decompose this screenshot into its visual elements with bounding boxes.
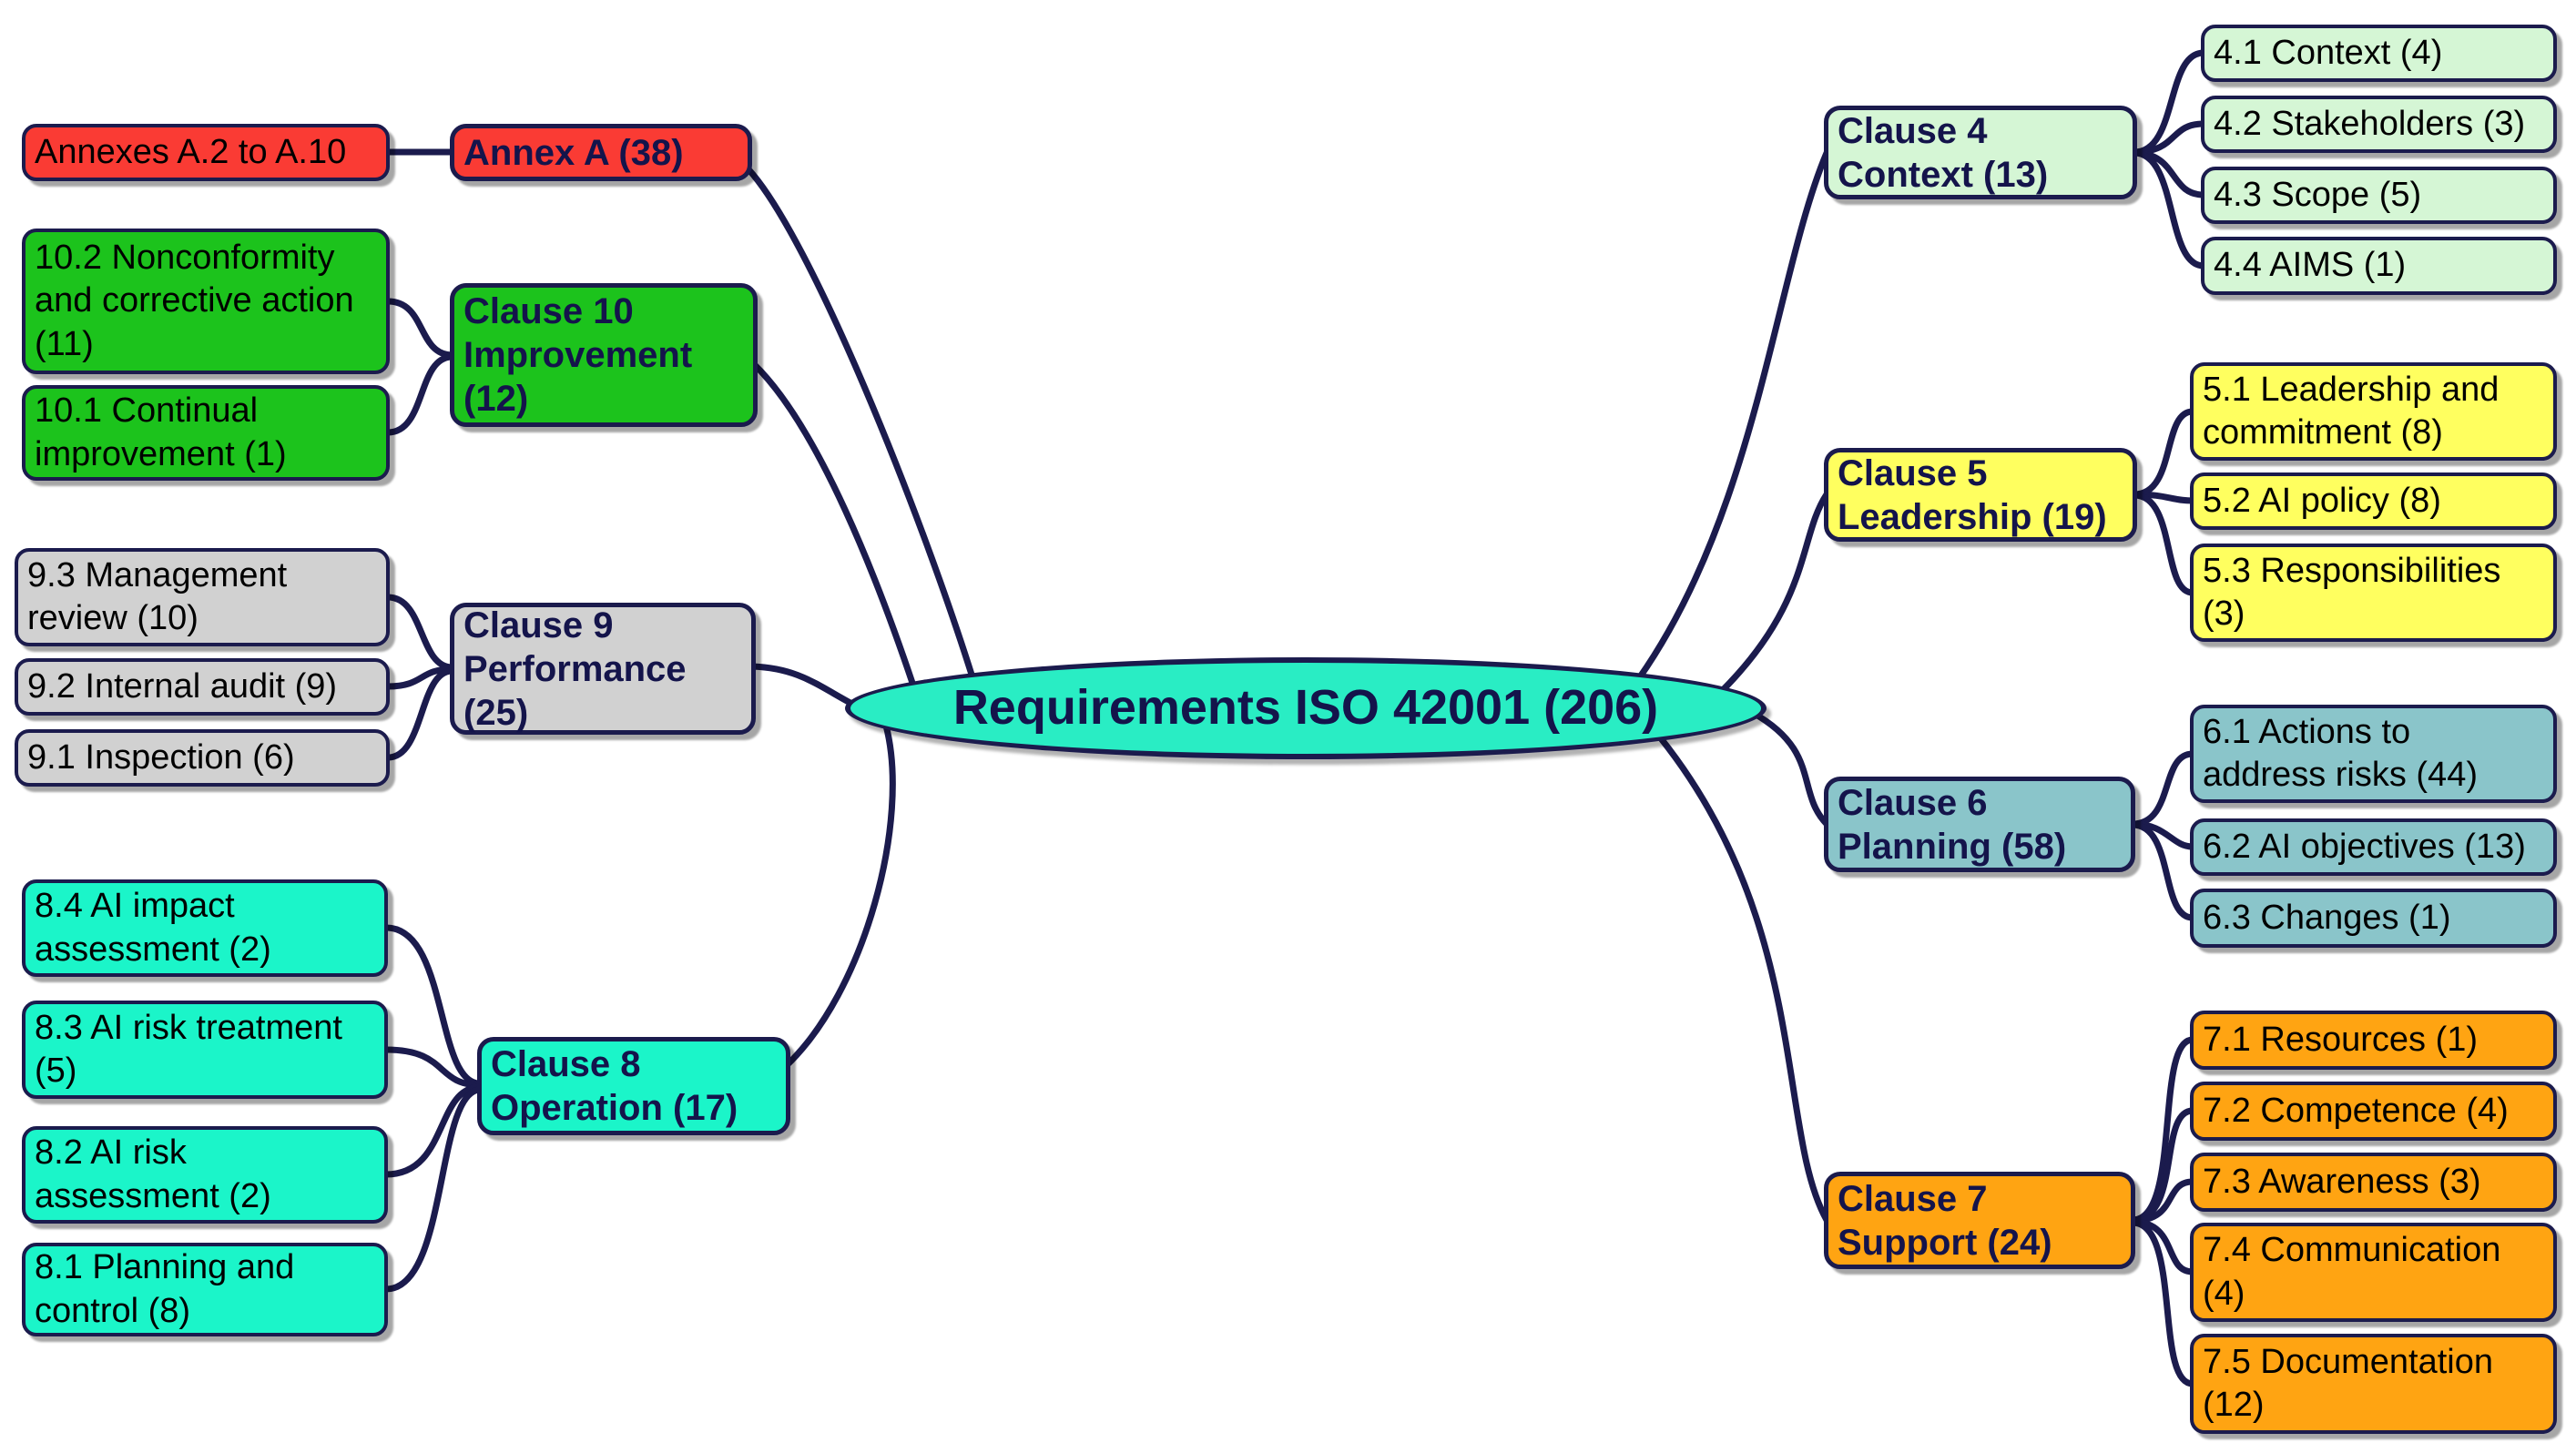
node-clause-10: Clause 10 Improvement (12) [450,283,758,427]
node-7-4-communication: 7.4 Communication (4) [2190,1223,2557,1322]
edge-clause7-7-3 [2129,1178,2196,1224]
edge-clause5-5-3 [2131,492,2196,596]
edge-clause4-4-4 [2131,149,2207,269]
node-6-3-changes: 6.3 Changes (1) [2190,889,2557,948]
edge-clause5-5-1 [2131,408,2196,498]
edge-root-clause4 [1635,149,1830,682]
node-4-2-stakeholders: 4.2 Stakeholders (3) [2201,96,2557,153]
node-annex-a: Annex A (38) [450,124,752,181]
node-10-2-nonconformity: 10.2 Nonconformity and corrective action… [22,229,390,374]
edge-root-clause6 [1749,709,1830,828]
edge-clause7-7-2 [2129,1107,2196,1224]
node-clause-6: Clause 6 Planning (58) [1824,777,2135,872]
node-6-1-actions-to-address-risks: 6.1 Actions to address risks (44) [2190,705,2557,803]
node-8-4-ai-impact-assessment: 8.4 AI impact assessment (2) [22,879,388,977]
node-5-1-leadership-and-commitment: 5.1 Leadership and commitment (8) [2190,362,2557,461]
node-4-3-scope: 4.3 Scope (5) [2201,167,2557,224]
node-clause-4: Clause 4 Context (13) [1824,106,2137,199]
edge-clause6-6-3 [2129,821,2196,921]
node-9-2-internal-audit: 9.2 Internal audit (9) [15,658,390,716]
node-4-4-aims: 4.4 AIMS (1) [2201,237,2557,295]
edge-annex-a-root [745,166,976,681]
edge-root-clause7 [1649,725,1830,1224]
node-7-2-competence: 7.2 Competence (4) [2190,1082,2557,1141]
edge-clause8-root [781,722,896,1071]
edge-clause7-7-5 [2129,1219,2196,1387]
edge-clause9-root [748,663,864,712]
edge-9-3-clause9 [384,594,455,671]
node-4-1-context: 4.1 Context (4) [2201,25,2557,82]
edge-8-1-clause8 [382,1086,483,1293]
node-7-1-resources: 7.1 Resources (1) [2190,1011,2557,1070]
node-clause-5: Clause 5 Leadership (19) [1824,448,2137,542]
node-5-3-responsibilities: 5.3 Responsibilities (3) [2190,544,2557,642]
node-6-2-ai-objectives: 6.2 AI objectives (13) [2190,818,2557,876]
node-root-requirements-iso-42001: Requirements ISO 42001 (206) [845,657,1767,759]
node-clause-9: Clause 9 Performance (25) [450,603,756,735]
edge-clause6-6-1 [2129,750,2196,828]
node-8-2-ai-risk-assessment: 8.2 AI risk assessment (2) [22,1126,388,1224]
node-clause-8: Clause 8 Operation (17) [477,1037,790,1135]
node-8-1-planning-and-control: 8.1 Planning and control (8) [22,1243,388,1336]
edge-8-4-clause8 [382,924,483,1087]
edge-clause10-root [750,361,917,689]
node-9-1-inspection: 9.1 Inspection (6) [15,729,390,787]
node-7-3-awareness: 7.3 Awareness (3) [2190,1153,2557,1212]
edge-8-3-clause8 [382,1046,483,1089]
node-7-5-documentation: 7.5 Documentation (12) [2190,1334,2557,1434]
edge-9-2-clause9 [384,666,455,690]
node-10-1-continual-improvement: 10.1 Continual improvement (1) [22,385,390,481]
node-8-3-ai-risk-treatment: 8.3 AI risk treatment (5) [22,1001,388,1099]
edge-10-1-clause10 [384,353,455,436]
node-5-2-ai-policy: 5.2 AI policy (8) [2190,472,2557,530]
edge-8-2-clause8 [382,1083,483,1178]
node-9-3-management-review: 9.3 Management review (10) [15,548,390,646]
node-annexes-a2-to-a10: Annexes A.2 to A.10 [22,124,390,181]
edge-10-2-clause10 [384,298,455,359]
edge-9-1-clause9 [384,667,455,761]
edge-root-clause5 [1717,491,1830,696]
node-clause-7: Clause 7 Support (24) [1824,1172,2135,1269]
